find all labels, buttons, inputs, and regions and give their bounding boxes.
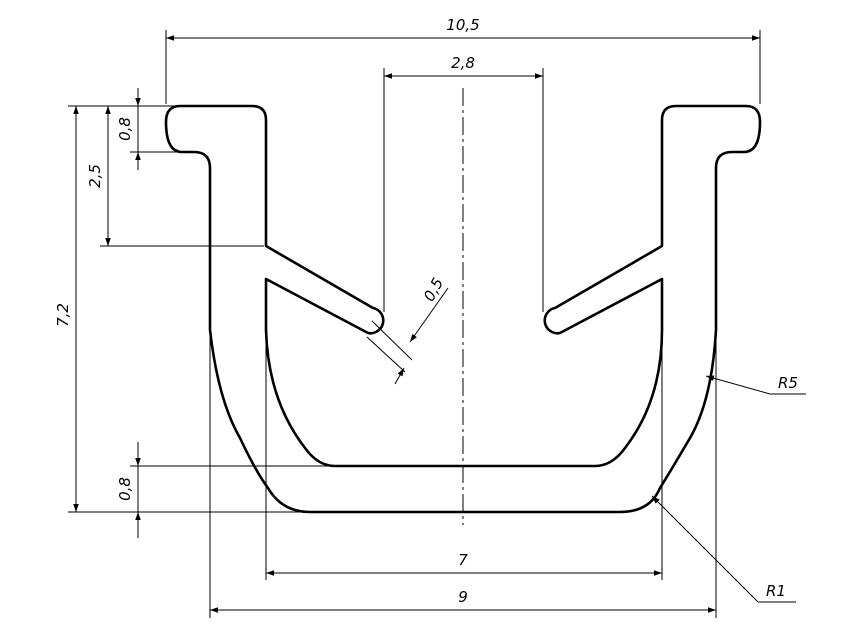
dim-label-total-height: 7,2: [54, 303, 72, 327]
dim-label-outer-width: 9: [458, 588, 468, 606]
leader-r1: [651, 495, 759, 603]
dim-ext-line: [371, 320, 413, 361]
leader-r5: [705, 375, 771, 395]
dim-label-lip-to-fin: 2,5: [86, 164, 104, 188]
dim-label-inner-width: 7: [458, 551, 468, 569]
dim-label-bottom: 0,8: [116, 477, 134, 501]
dim-label-overall-top: 10,5: [446, 16, 479, 34]
profile-outer-contour: [164, 104, 762, 514]
dim-line-fin: [409, 287, 449, 343]
dim-label-slot: 2,8: [451, 54, 475, 72]
dim-line-fin: [394, 367, 405, 385]
dim-label-lip: 0,8: [116, 117, 134, 141]
radius-label-inner: R1: [766, 582, 786, 600]
dim-label-fin: 0,5: [420, 275, 447, 305]
radius-label-outer: R5: [778, 374, 798, 392]
dim-ext-line: [366, 336, 406, 373]
